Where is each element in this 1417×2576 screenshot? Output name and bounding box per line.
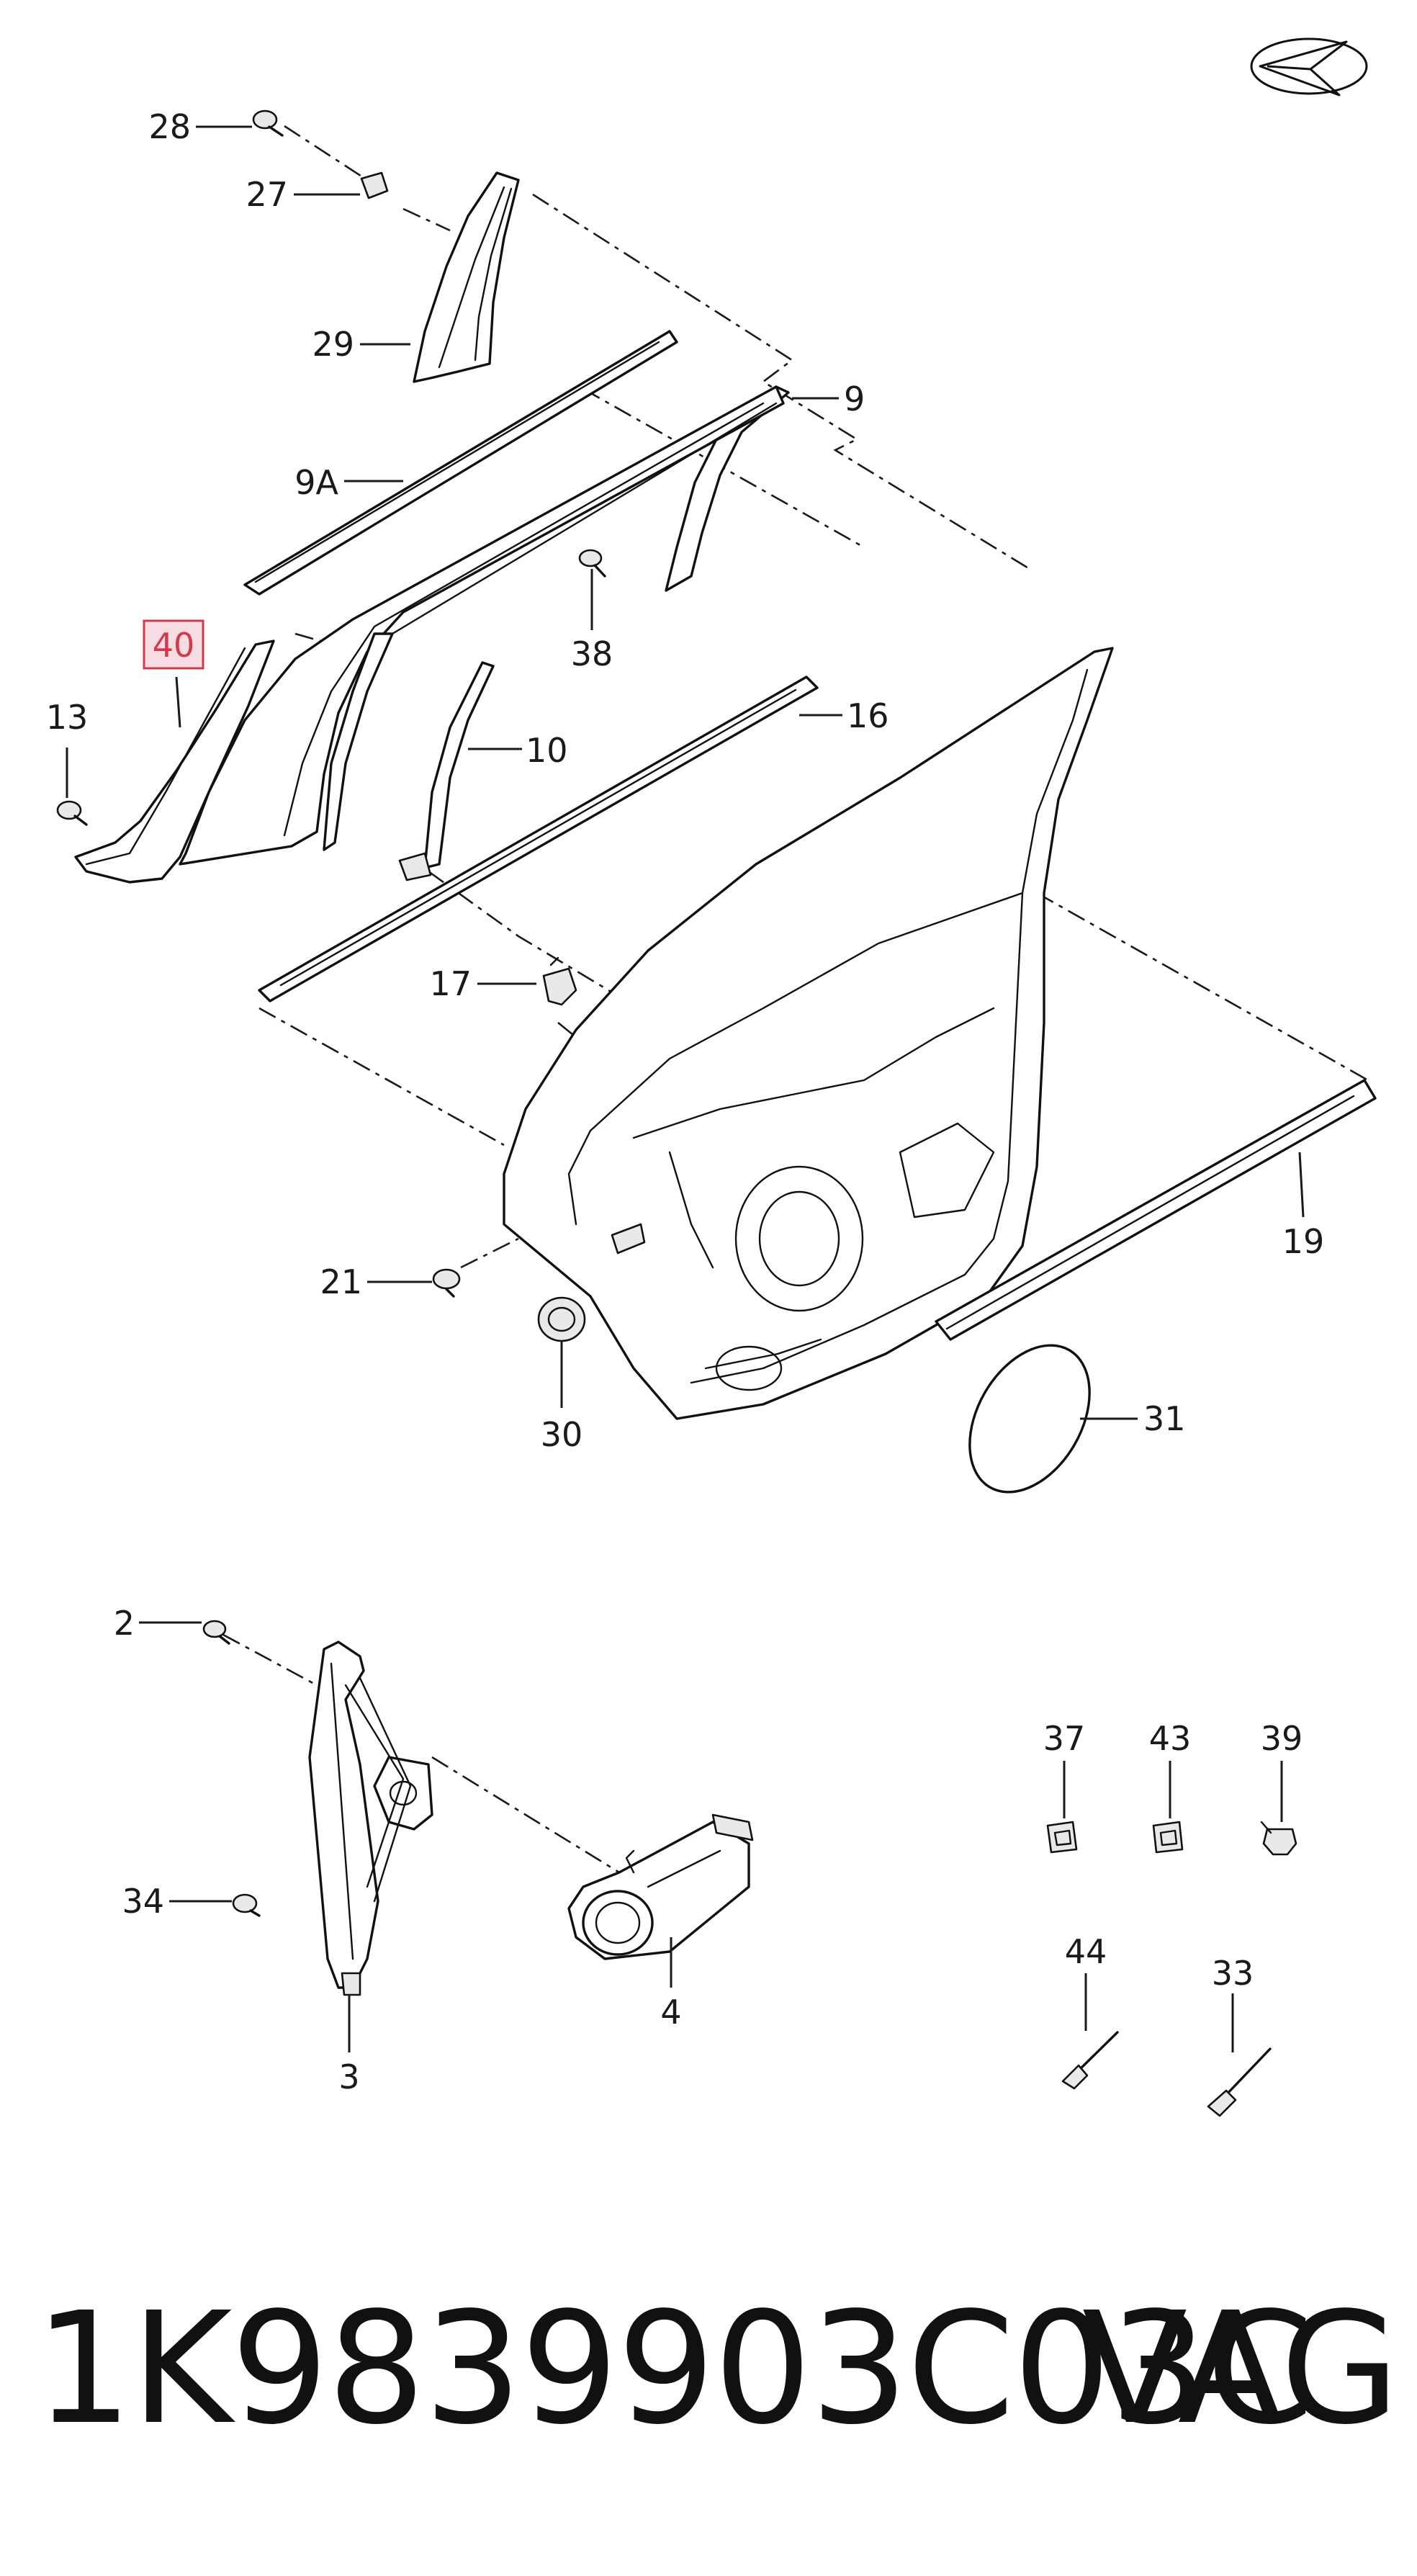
part-number: 1K9839903C03C [35, 2279, 1314, 2459]
callout-37: 37 [1043, 1719, 1086, 1758]
part-40-frame-trim [74, 639, 275, 884]
part-21-screw [432, 1268, 461, 1298]
callout-10: 10 [526, 731, 568, 770]
callout-16: 16 [847, 696, 889, 735]
part-34-screw [232, 1893, 261, 1917]
callout-38: 38 [571, 634, 613, 673]
part-19-outer-belt-seal [935, 1079, 1377, 1341]
callout-39: 39 [1261, 1719, 1303, 1758]
part-28-screw [252, 109, 284, 137]
part-39-push-clip [1260, 1821, 1297, 1856]
part-4-regulator-motor [567, 1813, 754, 1960]
callout-21: 21 [320, 1262, 362, 1301]
part-2-screw [202, 1620, 230, 1645]
callout-28: 28 [148, 107, 191, 146]
door-shell [503, 647, 1114, 1420]
callout-43: 43 [1149, 1719, 1192, 1758]
leader-lines [66, 125, 1305, 2052]
callout-30: 30 [541, 1415, 583, 1454]
callout-44: 44 [1065, 1932, 1107, 1971]
callout-29: 29 [312, 325, 354, 364]
part-30-plug [537, 1296, 586, 1342]
part-44-rivet [1061, 2031, 1119, 2090]
callout-9a: 9A [294, 463, 338, 502]
part-16-belt-seal [258, 676, 819, 1002]
callout-4: 4 [660, 1993, 681, 2032]
callout-19: 19 [1282, 1222, 1325, 1261]
part-17-clip [542, 956, 577, 1006]
part-13-screw [56, 800, 88, 826]
part-43-clip-nut [1152, 1821, 1184, 1854]
callout-17: 17 [429, 964, 472, 1003]
part-33-rivet [1207, 2047, 1272, 2117]
part-37-clip-nut [1046, 1821, 1078, 1854]
callout-3: 3 [338, 2057, 359, 2096]
aircraft-arrow-logo-icon [1250, 37, 1368, 97]
callout-34: 34 [122, 1882, 164, 1921]
part-9a-channel-strip [243, 330, 678, 596]
part-10-window-channel [398, 661, 495, 881]
highlight-box-40 [143, 619, 204, 670]
callout-40: 40 [153, 626, 195, 665]
part-27-clip [360, 171, 389, 199]
callout-33: 33 [1212, 1954, 1254, 1993]
callout-31: 31 [1143, 1399, 1186, 1438]
part-38-screw [578, 549, 606, 578]
brand-name: VAG [1081, 2279, 1400, 2459]
callout-13: 13 [46, 698, 89, 737]
callout-9: 9 [844, 380, 865, 418]
part-29-pillar-trim [413, 171, 520, 383]
part-3-window-regulator [308, 1641, 433, 1996]
part-31-membrane [968, 1344, 1091, 1494]
footer: 1K9839903C03C VAG [0, 2283, 1417, 2456]
callout-2: 2 [114, 1604, 135, 1643]
callout-labels: 28 27 29 9 9A 38 40 13 10 16 17 19 21 30… [46, 107, 1325, 2096]
part-9-frame-seal [179, 385, 790, 866]
callout-27: 27 [246, 175, 288, 214]
